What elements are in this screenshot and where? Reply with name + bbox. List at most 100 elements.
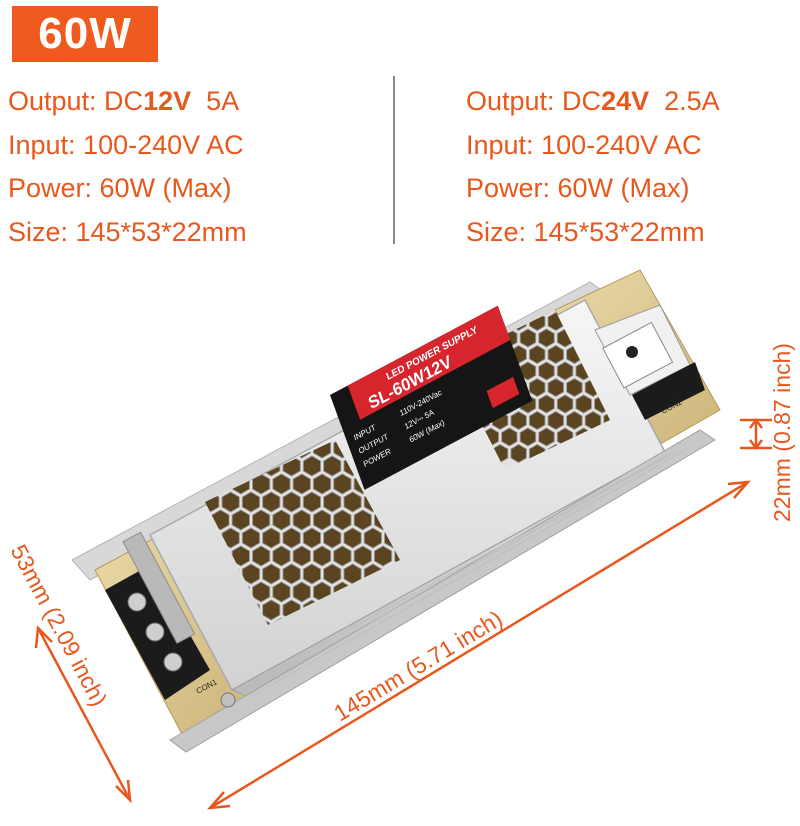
vent-hole [556,361,574,381]
vent-hole [272,509,291,531]
vent-hole [282,563,301,585]
vent-hole [353,545,372,567]
vent-hole [538,427,555,447]
case-ridges [237,449,686,698]
dimension-height-label: 22mm (0.87 inch) [769,343,795,522]
output-current: 2.5A [664,86,720,116]
vent-hole [547,344,565,365]
spec-size-24v: Size: 145*53*22mm [466,216,705,247]
vent-hole [272,473,291,495]
vent-hole [323,563,342,585]
vent-hole [519,427,537,447]
screw-icon [163,652,183,672]
wattage-badge: 60W [12,6,158,62]
vent-hole [241,491,261,513]
vent-hole [312,545,332,567]
spec-input-12v: Input: 100-240V AC [8,129,244,160]
terminal-block-left: CON1 [105,531,236,708]
vent-hole [575,394,592,414]
terminal-block-right: CON2 [594,304,705,420]
vent-hole [427,296,443,314]
vent-hole [323,455,342,477]
vent-hole [205,455,220,477]
vent-hole [519,361,537,381]
vent-hole [528,410,546,431]
vent-hole [519,328,537,348]
vent-hole [547,410,565,431]
vent-hole [528,344,546,365]
vent-hole [262,599,281,621]
dimension-width [34,625,132,804]
vent-hole [353,509,372,531]
vent-hole [262,527,281,549]
spec-output-12v: Output: DC12V 5A [8,80,247,124]
vent-hole [323,491,342,513]
vent-hole [205,440,210,459]
power-supply-illustration: LED POWER SUPPLY SL-60W12V INPUT 110V-24… [6,269,795,810]
vent-hole [262,491,281,513]
vent-hole [221,527,240,549]
output-voltage: 24V [601,86,650,116]
spec-power-12v: Power: 60W (Max) [8,173,232,203]
vent-hole [282,491,301,513]
vent-hole [450,310,462,315]
vent-hole [373,545,393,567]
vent-hole [323,527,342,549]
vent-hole [252,581,271,603]
vent-hole [221,440,240,441]
vent-hole [343,491,362,513]
vent-hole [343,527,362,549]
vent-hole [302,455,322,477]
vent-hole [262,563,281,585]
vent-hole [463,310,481,315]
spec-size-12v: Size: 145*53*22mm [8,216,247,247]
vent-hole [292,545,311,567]
vent-hole [501,427,518,447]
spec-output-24v: Output: DC24V 2.5A [466,80,720,124]
screw-icon [145,622,165,642]
output-current: 5A [206,86,240,116]
vent-hole [262,440,281,441]
vent-hole [252,509,271,531]
vent-hole [302,563,322,585]
vent-hole [231,509,250,531]
vent-hole [282,440,301,441]
mount-hole-icon [220,692,236,708]
vent-hole [181,420,198,440]
vent-hole [272,545,291,567]
vent-hole [292,509,311,531]
vent-hole [415,618,432,638]
vent-hole [538,394,555,414]
vent-hole [241,527,261,549]
vent-hole [333,473,352,495]
vent-hole [501,310,518,315]
vent-hole [241,563,261,585]
vent-hole [272,581,291,603]
vent-hole [231,545,250,567]
vent-hole [566,377,583,398]
vent-hole [312,473,332,495]
vent-hole [241,440,261,441]
output-prefix: Output: DC [466,86,602,116]
dimension-length [206,480,752,810]
vent-hole [556,394,574,414]
vent-hole [302,527,322,549]
screw-icon [127,592,147,612]
screw-icon [626,346,638,358]
spec-divider [393,76,395,244]
output-prefix: Output: DC [8,86,144,116]
dimension-height [740,417,772,451]
output-voltage: 12V [143,86,192,116]
vent-hole [181,456,198,476]
vent-hole [221,491,240,513]
vent-hole [519,310,537,315]
vent-hole [510,410,527,431]
vent-hole [363,527,382,549]
vent-hole [538,361,555,381]
specs-12v: Output: DC12V 5A Input: 100-240V AC Powe… [8,80,247,254]
spec-power-24v: Power: 60W (Max) [466,173,690,203]
spec-input-24v: Input: 100-240V AC [466,129,702,160]
vent-hole [510,443,527,464]
vent-hole [547,377,565,398]
vent-hole [333,509,352,531]
